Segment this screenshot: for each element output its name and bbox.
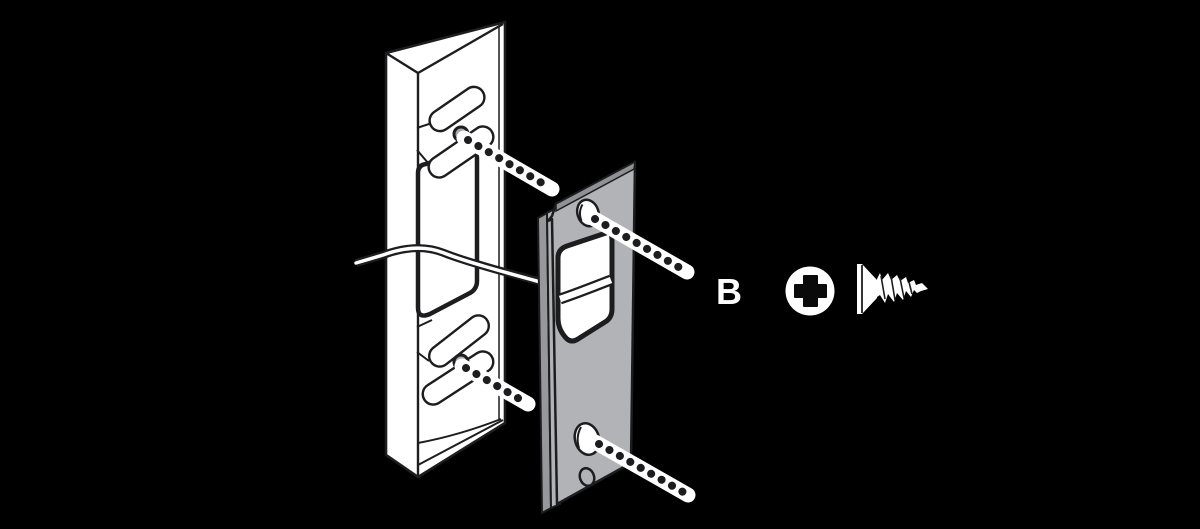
top-pocket-capsule-1	[428, 85, 486, 133]
screw-path-dots	[464, 136, 551, 190]
jamb-bottom-band-line	[417, 419, 504, 466]
plate-small-hole	[578, 466, 596, 488]
screw-path-dots	[462, 364, 527, 405]
plate-screw-hole-top-countersink	[579, 203, 584, 222]
wire	[354, 244, 546, 286]
screw-path-jamb-top	[456, 130, 560, 197]
phillips-head-icon	[785, 266, 835, 316]
jamb-bottom-curve	[417, 418, 502, 444]
plate-top-bevel	[555, 160, 636, 213]
screw-path-plate-bottom	[587, 434, 696, 503]
latch-wire-core	[558, 276, 613, 303]
bottom-pocket-capsule-1	[427, 314, 491, 368]
screw-thread-lines	[880, 275, 913, 301]
phillips-cross	[794, 275, 827, 307]
flat-head-screw-icon	[857, 264, 928, 314]
part-label-b: B	[716, 271, 742, 312]
plate-screw-hole-bottom-countersink	[576, 426, 582, 449]
bottom-pocket-capsule-2	[421, 350, 495, 406]
screw-path-plate-top	[583, 209, 695, 280]
screw-path-jamb-bottom	[454, 358, 536, 412]
wire-core	[354, 246, 546, 285]
screw-path-dots	[595, 440, 687, 496]
mortise-ledge-lines	[416, 122, 435, 362]
screw-path-dots	[591, 215, 686, 273]
